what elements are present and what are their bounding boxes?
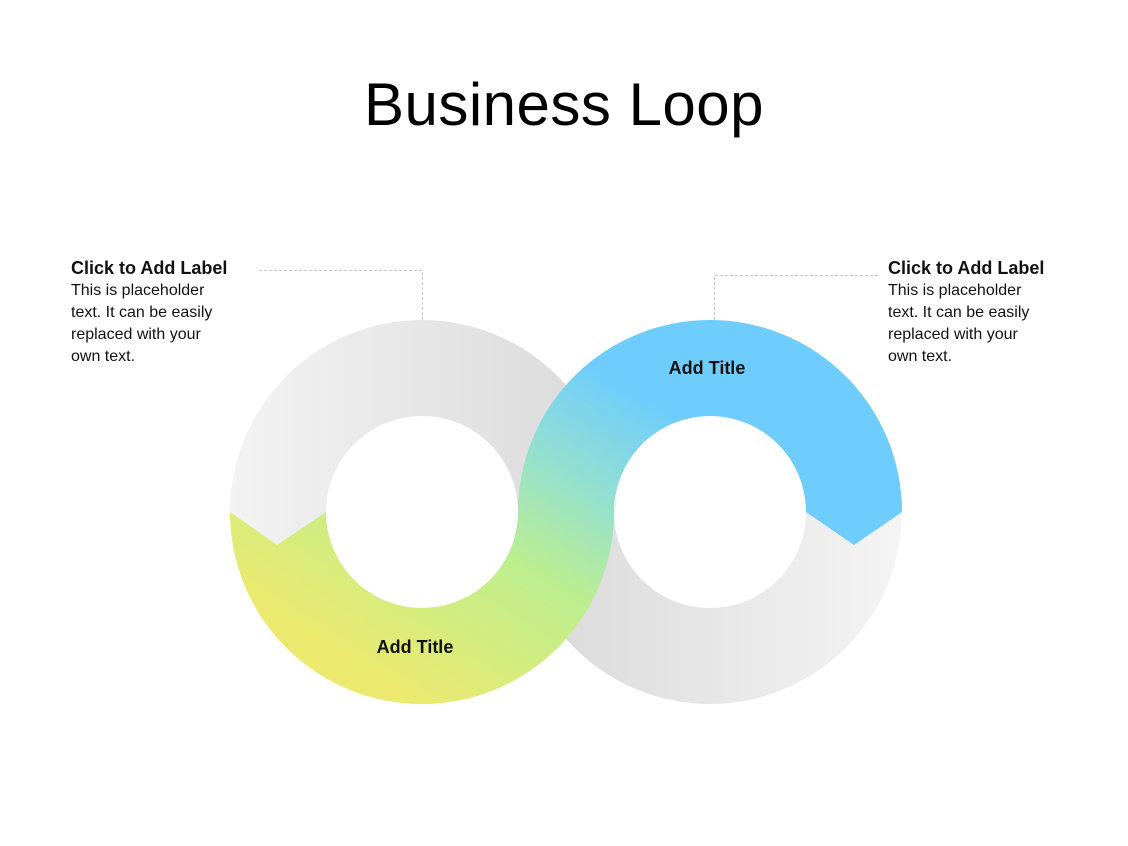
segment-title-top[interactable]: Add Title (669, 358, 746, 378)
callout-label: Click to Add Label (71, 258, 228, 278)
callout-left[interactable]: Click to Add Label This is placeholder t… (71, 257, 271, 368)
callout-right[interactable]: Click to Add Label This is placeholder t… (888, 257, 1088, 368)
right-ring-highlight (710, 320, 902, 545)
segment-title-bottom[interactable]: Add Title (377, 637, 454, 657)
left-ring-highlight (230, 512, 422, 704)
callout-label: Click to Add Label (888, 258, 1045, 278)
callout-body: This is placeholder text. It can be easi… (888, 282, 1030, 365)
connector-line-right (714, 275, 878, 320)
callout-body: This is placeholder text. It can be easi… (71, 282, 213, 365)
crossing-band (422, 320, 710, 704)
connector-line-left (259, 270, 423, 320)
slide-title: Business Loop (363, 71, 765, 138)
